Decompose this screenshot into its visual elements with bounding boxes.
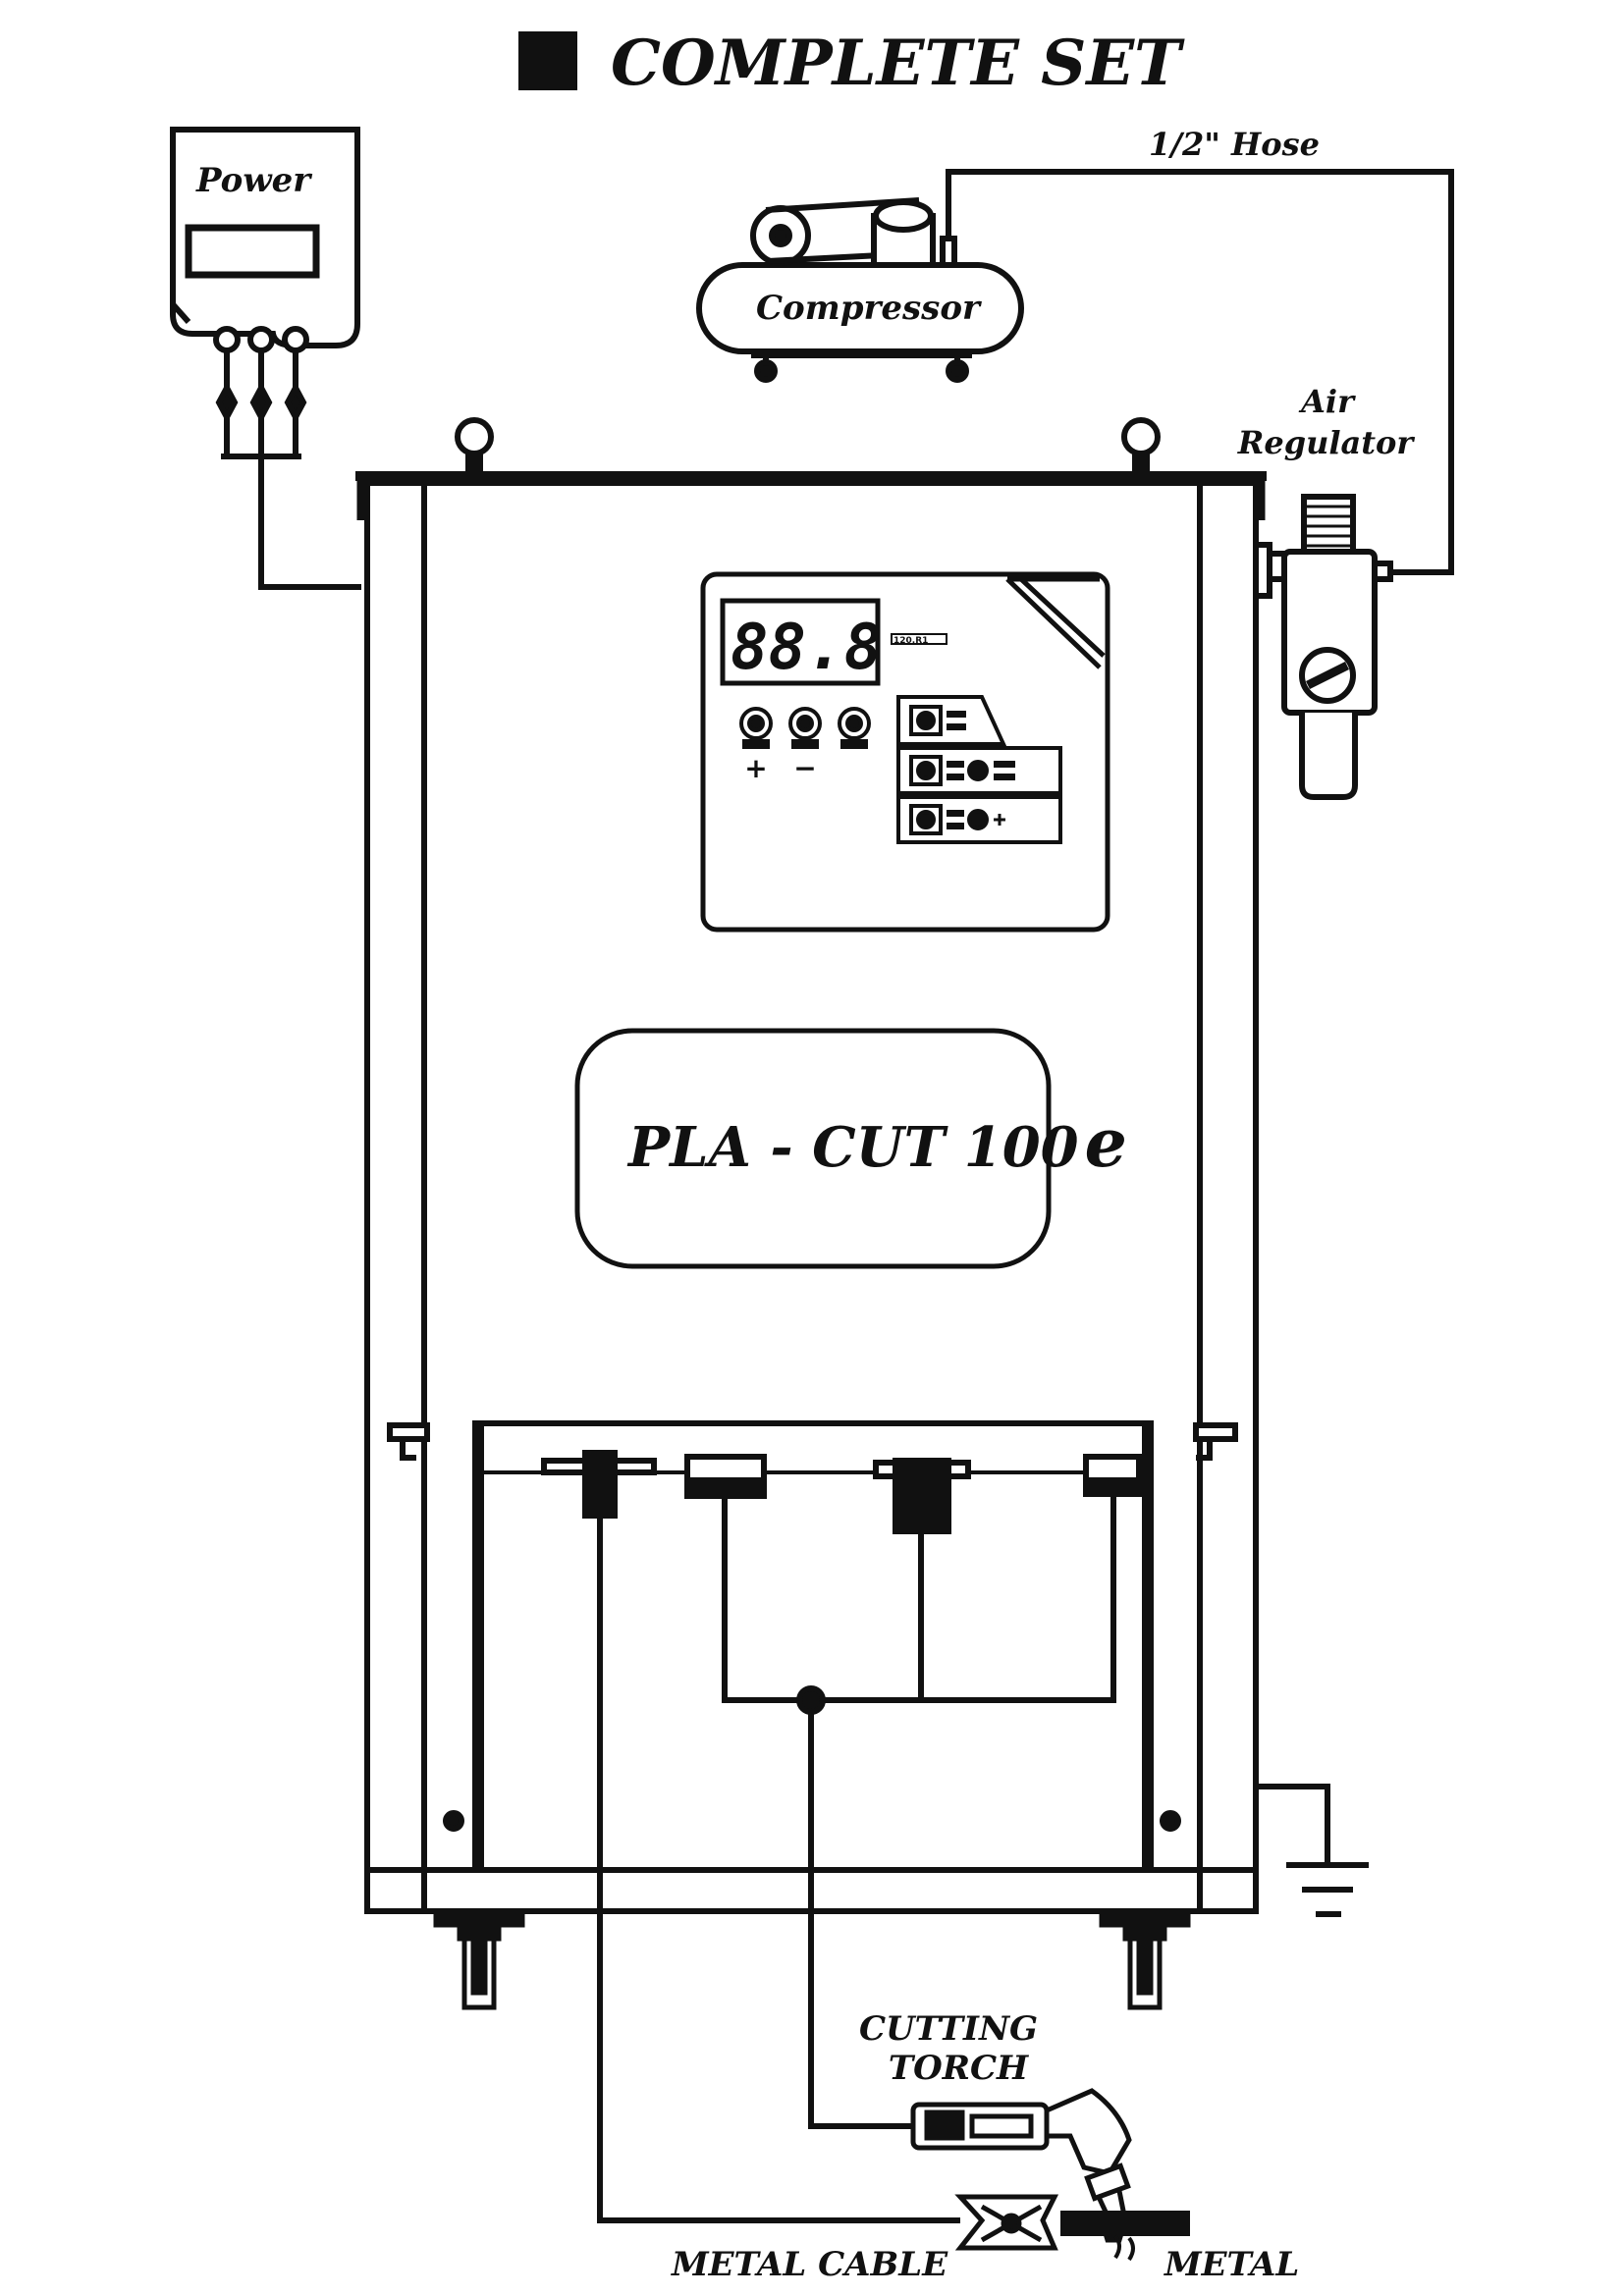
minus-sign: −: [793, 752, 816, 784]
power-label: Power: [195, 161, 312, 200]
torch-cable: [808, 1712, 913, 2129]
cutting-arc-icon: [1113, 2234, 1135, 2262]
ground-symbol: [1256, 1784, 1369, 1917]
compressor-label: Compressor: [756, 289, 982, 328]
svg-text:120.R1: 120.R1: [893, 636, 928, 646]
cutting-torch-label-line1: CUTTING: [859, 2009, 1038, 2049]
panel-knobs: [739, 707, 871, 749]
knob-mode: [838, 707, 871, 749]
cutting-torch-label-line2: TORCH: [889, 2049, 1030, 2088]
model-plate: [574, 1028, 1052, 1269]
air-regulator-label-line2: Regulator: [1237, 424, 1416, 461]
power-supply: [170, 127, 361, 590]
model-suffix: e: [1085, 1104, 1127, 1183]
metal-label: METAL: [1164, 2245, 1299, 2284]
display-unit-label: 120.R1: [891, 633, 947, 646]
metal-cable-label: METAL CABLE: [671, 2245, 948, 2284]
ground-clamp: [954, 2194, 1059, 2251]
page-title: COMPLETE SET: [611, 27, 1185, 100]
digital-display: 88.8: [731, 612, 882, 684]
hose-label: 1/2" Hose: [1149, 126, 1320, 163]
air-regulator: [1266, 494, 1393, 800]
panel-switches: [896, 695, 1062, 844]
compressor: [696, 197, 1024, 383]
metal-cable: [597, 1516, 960, 2223]
metal-workpiece: [1060, 2211, 1190, 2236]
knob-plus: [739, 707, 773, 749]
air-regulator-label-line1: Air: [1298, 383, 1356, 420]
air-hose-line: [946, 169, 1454, 575]
title-square-icon: [518, 31, 577, 90]
plus-sign: +: [744, 752, 767, 784]
knob-minus: [788, 707, 822, 749]
cabinet-feet: [433, 1908, 1191, 2010]
model-name: PLA - CUT 100e: [626, 1104, 1127, 1183]
